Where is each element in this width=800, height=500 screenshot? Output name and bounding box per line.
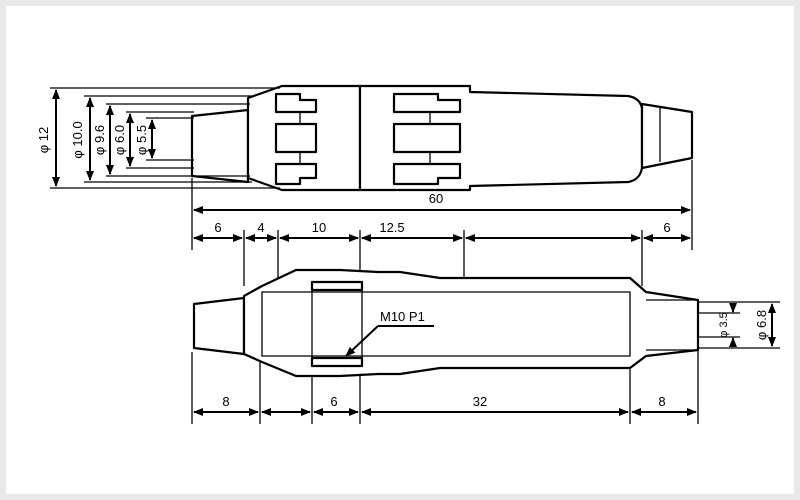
label-d12: φ 12: [36, 127, 51, 154]
dim-overall-length: 60: [193, 191, 691, 214]
label-top-seg4: 12.5: [379, 220, 404, 235]
front-nose: [190, 108, 250, 184]
thread-leader: [345, 325, 379, 357]
label-overall: 60: [429, 191, 443, 206]
sleeve-bottom: [310, 356, 364, 368]
label-d35: φ 3.5: [718, 312, 730, 337]
connector-top-view: [190, 84, 694, 192]
right-diameter-dimensions: φ 3.5 φ 6.8: [698, 301, 780, 349]
label-top-seg5: 6: [663, 220, 670, 235]
dim-bottom-row: 8 6 32 8: [193, 394, 697, 416]
label-d10: φ 10.0: [70, 121, 85, 158]
grip-lugs-left: [274, 92, 318, 186]
thread-callout: M10 P1: [345, 309, 434, 357]
label-bottom-seg2: 6: [330, 394, 337, 409]
label-top-seg1: 6: [214, 220, 221, 235]
section-front-nose: [192, 296, 246, 356]
label-thread: M10 P1: [380, 309, 425, 324]
diameter-extension-lines: [50, 87, 280, 189]
grip-lugs-right: [392, 92, 462, 186]
diameter-dimensions: φ 12 φ 10.0 φ 9.6 φ 6.0 φ 5.5: [36, 89, 156, 187]
section-cavity: [261, 291, 631, 357]
sleeve-top: [310, 280, 364, 292]
label-top-seg3: 10: [312, 220, 326, 235]
label-top-seg2: 4: [257, 220, 264, 235]
label-bottom-seg1: 8: [222, 394, 229, 409]
connector-section-view: [192, 268, 700, 378]
label-d68: φ 6.8: [754, 310, 769, 340]
label-bottom-seg4: 8: [658, 394, 665, 409]
rear-tail: [640, 102, 694, 170]
label-bottom-seg3: 32: [473, 394, 487, 409]
dim-top-row: 6 4 10 12.5 6: [193, 220, 691, 242]
label-d55: φ 5.5: [134, 125, 149, 155]
length-extension-lines: [191, 160, 699, 424]
label-d96: φ 9.6: [92, 125, 107, 155]
label-d60: φ 6.0: [112, 125, 127, 155]
